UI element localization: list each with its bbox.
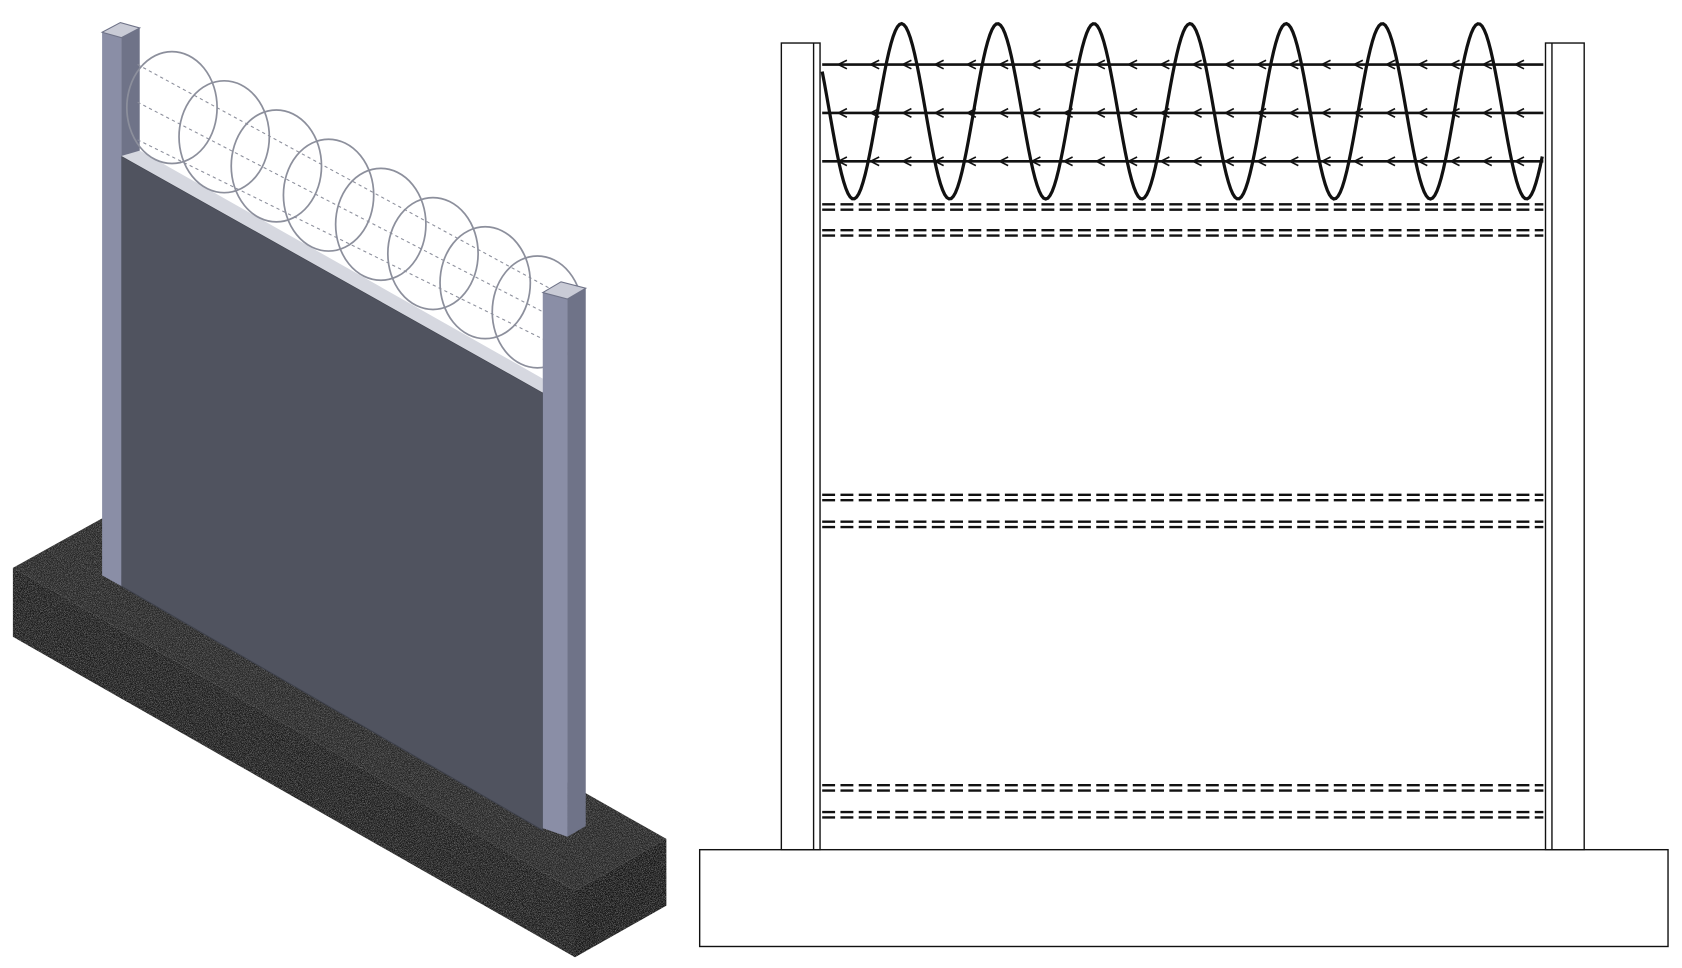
coil-loop (334, 167, 427, 282)
barb (1515, 156, 1525, 167)
base-side-face (574, 838, 667, 958)
barb (1128, 59, 1138, 70)
barb (1418, 107, 1428, 118)
elevation-view (698, 21, 1669, 948)
barb (1515, 107, 1525, 118)
barb (1192, 59, 1202, 70)
barb (1257, 156, 1267, 167)
iso-barbed-strand (137, 101, 554, 318)
barb (1095, 107, 1106, 118)
barb (966, 59, 977, 70)
barbed-strands (822, 59, 1544, 167)
barb (999, 156, 1009, 167)
barb (1095, 59, 1106, 70)
coil-loop (125, 50, 218, 165)
barb (1321, 59, 1331, 70)
barb (1160, 156, 1170, 167)
right-post (541, 281, 588, 837)
barb (1224, 59, 1235, 70)
barb (1257, 59, 1267, 70)
barb (1192, 107, 1202, 118)
razor-wire-coil (125, 50, 584, 369)
left-post-side (121, 27, 140, 156)
right-post-top (541, 281, 588, 300)
barb (1128, 107, 1138, 118)
base-front-face (12, 567, 575, 958)
barb (1515, 59, 1525, 70)
barb (1482, 59, 1493, 70)
barb (1353, 59, 1364, 70)
coil-loop (230, 109, 323, 223)
barb (902, 59, 912, 70)
barb (1031, 156, 1041, 167)
barb (999, 59, 1009, 70)
coil-loop (178, 79, 271, 194)
barb (1482, 107, 1493, 118)
barb (1321, 156, 1331, 167)
coil-loop (439, 225, 532, 340)
barb (1450, 59, 1460, 70)
barb (1386, 107, 1396, 118)
barb (870, 59, 880, 70)
barb (837, 59, 848, 70)
barb (934, 107, 945, 118)
barb (1353, 156, 1364, 167)
barb (966, 156, 977, 167)
barb (1192, 156, 1202, 167)
barb (1063, 156, 1073, 167)
iso-barbed-strand (137, 64, 554, 291)
barb (1321, 107, 1331, 118)
coil-loop (386, 196, 479, 311)
barb (1450, 156, 1460, 167)
left-post-front (102, 32, 122, 587)
left-post-top (100, 22, 142, 39)
barb (1031, 107, 1041, 118)
barb (1031, 59, 1041, 70)
barb (1063, 59, 1073, 70)
barb (1386, 156, 1396, 167)
coil-loop (282, 138, 375, 252)
barb (1160, 59, 1170, 70)
barb (1289, 59, 1299, 70)
dashed-rails (822, 203, 1544, 819)
isometric-view (12, 22, 667, 958)
barb (837, 107, 848, 118)
barb (1128, 156, 1138, 167)
barb (1289, 107, 1299, 118)
barb (1418, 156, 1428, 167)
barb (1095, 156, 1106, 167)
barb (1289, 156, 1299, 167)
barb (999, 107, 1009, 118)
left-post (100, 22, 142, 587)
elevation-base (698, 848, 1669, 948)
panel-top-ledge (121, 146, 543, 393)
barb (1482, 156, 1493, 167)
barb (934, 59, 945, 70)
barb (1224, 156, 1235, 167)
right-post-front (542, 292, 568, 837)
barb (1418, 59, 1428, 70)
razor-wire-sine (820, 21, 1544, 201)
barb (902, 156, 912, 167)
barb (1224, 107, 1235, 118)
right-post-side (567, 288, 586, 837)
barb (902, 107, 912, 118)
barb (1386, 59, 1396, 70)
barb (870, 156, 880, 167)
